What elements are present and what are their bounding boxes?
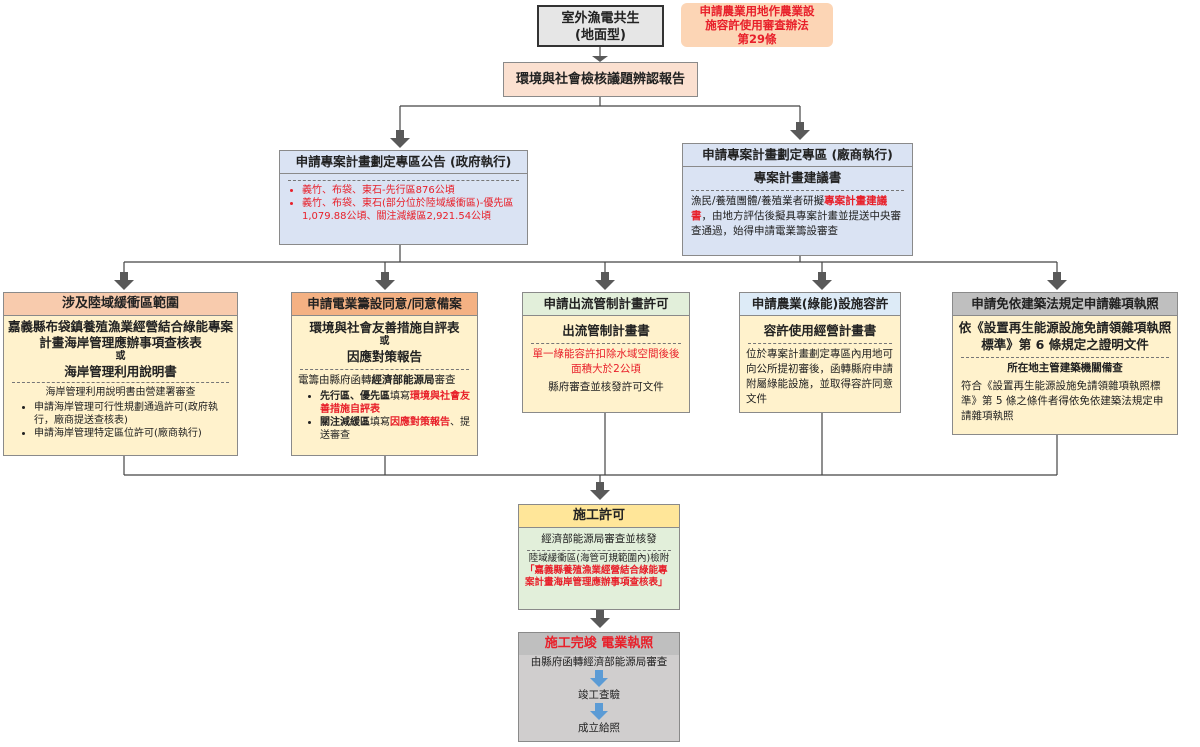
- outflow-permit-header: 申請出流管制計畫許可: [523, 293, 689, 316]
- gov-zone-box: 申請專案計畫劃定專區公告 (政府執行) 義竹、布袋、東石-先行區876公頃 義竹…: [279, 150, 528, 245]
- divider: [748, 343, 892, 344]
- power-consent-bullet-1: 先行區、優先區填寫環境與社會友善措施自評表: [320, 390, 471, 416]
- coastal-buffer-note: 海岸管理利用說明書由營建署審查: [45, 387, 196, 398]
- coastal-buffer-title-2: 海岸管理利用說明書: [64, 364, 177, 379]
- coastal-buffer-item-1: 申請海岸管理可行性規劃通過許可(政府執行，廠商提送查核表): [34, 401, 231, 427]
- power-consent-header: 申請電業籌設同意/同意備案: [292, 293, 477, 316]
- arrow-heads: [114, 56, 1067, 628]
- regulation-line3: 第29條: [737, 32, 777, 46]
- outflow-permit-box: 申請出流管制計畫許可 出流管制計畫書 單一綠能容許扣除水域空間後後面積大於2公頃…: [522, 292, 690, 413]
- outflow-permit-red-text: 單一綠能容許扣除水域空間後後面積大於2公頃: [532, 348, 680, 375]
- completion-license-box: 施工完竣 電業執照 由縣府函轉經濟部能源局審查 竣工查驗 成立給照: [518, 632, 680, 742]
- construction-permit-header: 施工許可: [519, 505, 679, 528]
- coastal-buffer-box: 涉及陸域緩衝區範圍 嘉義縣布袋鎮養殖漁業經營結合綠能專案計畫海岸管理應辦事項查核…: [3, 292, 238, 456]
- arrow-head: [390, 130, 410, 148]
- arrow-head: [590, 482, 610, 500]
- down-arrow-icon: [519, 670, 679, 688]
- coastal-buffer-item-2: 申請海岸管理特定區位許可(廠商執行): [34, 427, 231, 440]
- agri-facility-header: 申請農業(綠能)設施容許: [740, 293, 900, 316]
- arrow-head: [790, 122, 810, 140]
- divider: [288, 180, 519, 181]
- outflow-permit-title: 出流管制計畫書: [562, 323, 650, 338]
- outflow-permit-text: 縣府審查並核發許可文件: [548, 381, 664, 393]
- completion-step-2: 竣工查驗: [578, 689, 620, 701]
- env-report-box: 環境與社會檢核議題辨認報告: [503, 62, 698, 97]
- gov-zone-header: 申請專案計畫劃定專區公告 (政府執行): [280, 151, 527, 174]
- divider: [300, 369, 469, 370]
- vendor-zone-header: 申請專案計畫劃定專區 (廠商執行): [683, 144, 912, 167]
- arrow-head: [592, 56, 608, 62]
- gov-zone-bullet-2: 義竹、布袋、東石(部分位於陸域緩衝區)-優先區1,079.88公頃、關注減緩區2…: [302, 197, 521, 223]
- vendor-zone-subtitle: 專案計畫建議書: [753, 170, 842, 185]
- divider: [961, 357, 1169, 358]
- misc-license-box: 申請免依建築法規定申請雜項執照 依《設置再生能源設施免請領雜項執照標準》第 6 …: [952, 292, 1178, 435]
- env-report-label: 環境與社會檢核議題辨認報告: [515, 72, 685, 87]
- power-consent-bullet-2: 關注減緩區填寫因應對策報告、提送審查: [320, 416, 471, 442]
- arrow-head: [114, 272, 134, 290]
- vendor-zone-box: 申請專案計畫劃定專區 (廠商執行) 專案計畫建議書 漁民/養殖團體/養殖業者研擬…: [682, 143, 913, 256]
- vendor-zone-text: 漁民/養殖團體/養殖業者研擬專案計畫建議書，由地方評估後擬具專案計畫並提送中央審…: [691, 195, 901, 237]
- completion-license-header: 施工完竣 電業執照: [519, 633, 679, 655]
- arrow-head: [595, 272, 615, 290]
- completion-step-1: 由縣府函轉經濟部能源局審查: [530, 656, 668, 668]
- arrow-head: [1047, 272, 1067, 290]
- power-consent-box: 申請電業籌設同意/同意備案 環境與社會友善措施自評表 或 因應對策報告 電籌由縣…: [291, 292, 478, 456]
- construction-permit-box: 施工許可 經濟部能源局審查並核發 陸域緩衝區(海管可規範圍內)檢附 「嘉義縣養殖…: [518, 504, 680, 610]
- divider: [531, 343, 681, 344]
- divider: [691, 190, 904, 191]
- gov-zone-bullet-1: 義竹、布袋、東石-先行區876公頃: [302, 184, 521, 197]
- agri-facility-box: 申請農業(綠能)設施容許 容許使用經營計畫書 位於專案計畫劃定專區內用地可向公所…: [739, 292, 901, 413]
- misc-license-text: 符合《設置再生能源設施免請領雜項執照標準》第 5 條之條件者得依免依建築法規定申…: [961, 380, 1164, 422]
- coastal-buffer-or: 或: [115, 351, 126, 362]
- divider: [12, 382, 229, 383]
- regulation-line1: 申請農業用地作農業設: [699, 4, 815, 18]
- arrow-head: [590, 610, 610, 628]
- misc-license-header: 申請免依建築法規定申請雜項執照: [953, 293, 1177, 316]
- top-title-line1: 室外漁電共生: [561, 11, 640, 26]
- agri-facility-title: 容許使用經營計畫書: [763, 323, 877, 338]
- arrow-head: [375, 272, 395, 290]
- power-consent-or: 或: [379, 336, 390, 347]
- coastal-buffer-header: 涉及陸域緩衝區範圍: [4, 293, 237, 316]
- agri-facility-text: 位於專案計畫劃定專區內用地可向公所提初審後，函轉縣府申請附屬綠能設施，並取得容許…: [746, 348, 893, 405]
- power-consent-text: 電籌由縣府函轉經濟部能源局審查: [298, 374, 456, 386]
- misc-license-sub: 所在地主管建築機關備查: [1007, 362, 1123, 374]
- construction-permit-line-2: 陸域緩衝區(海管可規範圍內)檢附: [528, 553, 670, 564]
- construction-permit-red-quote: 「嘉義縣養殖漁業經營結合綠能專案計畫海岸管理應辦事項查核表」: [525, 565, 668, 588]
- down-arrow-icon: [519, 703, 679, 721]
- regulation-badge: 申請農業用地作農業設 施容許使用審查辦法 第29條: [681, 3, 833, 47]
- arrow-head: [812, 272, 832, 290]
- power-consent-title-1: 環境與社會友善措施自評表: [309, 320, 460, 335]
- construction-permit-line-1: 經濟部能源局審查並核發: [541, 533, 657, 545]
- completion-step-3: 成立給照: [578, 722, 620, 734]
- power-consent-title-2: 因應對策報告: [346, 349, 422, 364]
- top-title-line2: (地面型): [575, 28, 626, 43]
- coastal-buffer-title-1: 嘉義縣布袋鎮養殖漁業經營結合綠能專案計畫海岸管理應辦事項查核表: [8, 319, 234, 350]
- misc-license-title: 依《設置再生能源設施免請領雜項執照標準》第 6 條規定之證明文件: [958, 320, 1172, 352]
- top-title-box: 室外漁電共生 (地面型): [537, 5, 664, 47]
- regulation-line2: 施容許使用審查辦法: [705, 18, 809, 32]
- divider: [527, 550, 671, 551]
